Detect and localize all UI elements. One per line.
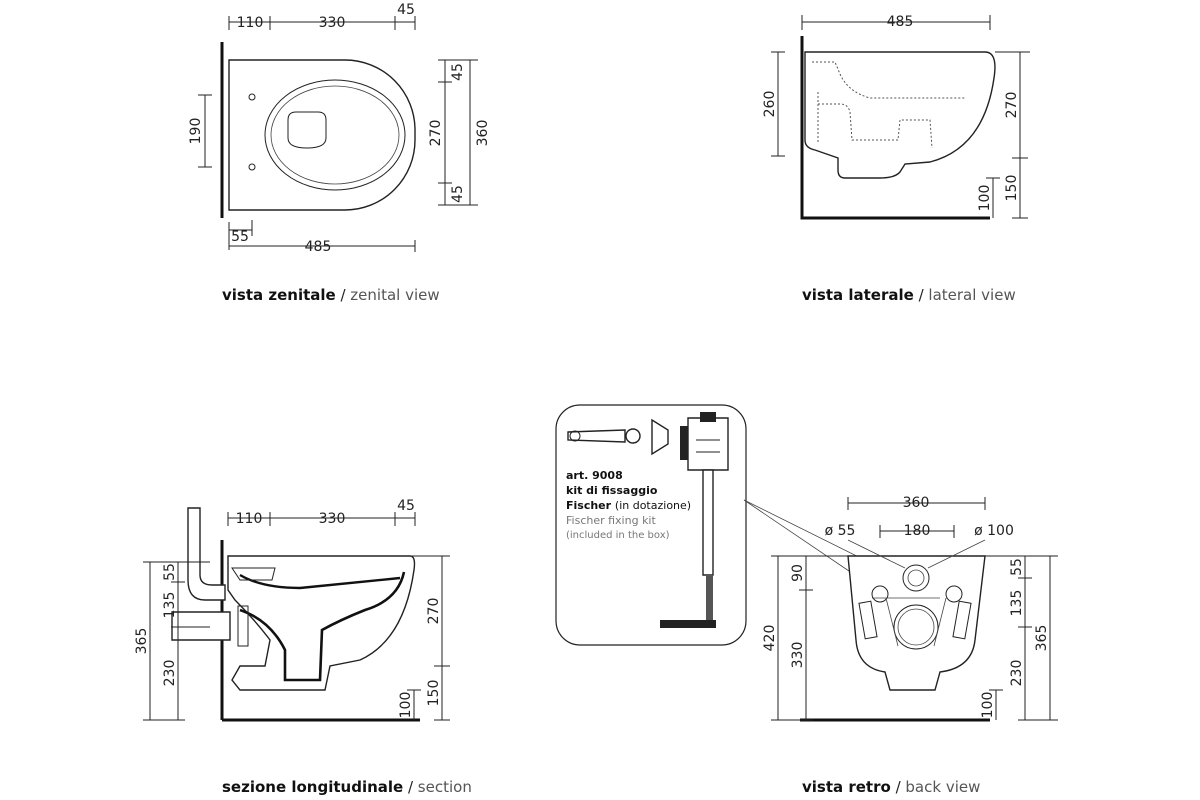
dim-360: 360: [475, 120, 491, 147]
caption-back-view: vista retro / back view: [802, 778, 980, 796]
dim-55: 55: [162, 563, 178, 581]
fixing-hole: [945, 585, 963, 603]
anchor-bolt: [567, 429, 626, 443]
fixing-hole: [871, 585, 889, 603]
caption-separator: /: [403, 778, 418, 796]
outlet-hole: [893, 604, 939, 650]
fixing-hole: [248, 163, 256, 171]
dim-270: 270: [426, 598, 442, 625]
caption-zenital-view: vista zenitale / zenital view: [222, 286, 440, 304]
caption-section: sezione longitudinale / section: [222, 778, 472, 796]
dim-100: 100: [398, 692, 414, 719]
fixing-kit-panel: [555, 404, 906, 646]
section-view-drawing: [143, 507, 450, 722]
dim-365: 365: [1034, 625, 1050, 652]
dim-45: 45: [397, 2, 415, 18]
kit-included-italian: (in dotazione): [614, 499, 692, 512]
dim-230: 230: [1009, 660, 1025, 687]
zenital-view-drawing: [198, 16, 478, 252]
dim-330: 330: [319, 15, 346, 31]
caption-english: section: [417, 778, 472, 796]
dim-190: 190: [188, 118, 204, 145]
dim-485: 485: [305, 239, 332, 255]
flush-pipe: [187, 507, 226, 601]
kit-name-italian: kit di fissaggio: [566, 484, 658, 497]
wall-floor-line: [800, 36, 990, 220]
rod-foot: [660, 620, 716, 628]
threaded-rod: [702, 469, 714, 576]
bowl-section: [227, 555, 416, 691]
dim-135: 135: [1009, 590, 1025, 617]
dim-230: 230: [162, 660, 178, 687]
dim-100: 100: [977, 185, 993, 212]
caption-separator: /: [890, 778, 906, 796]
caption-italian: vista retro: [802, 778, 891, 796]
dim-45: 45: [397, 498, 415, 514]
caption-italian: vista zenitale: [222, 286, 336, 304]
rod-end: [706, 576, 713, 620]
inlet-hole: [902, 564, 930, 592]
caption-english: lateral view: [928, 286, 1016, 304]
dim-270: 270: [428, 120, 444, 147]
dim-55: 55: [1009, 558, 1025, 576]
dim-110: 110: [237, 15, 264, 31]
dim-150: 150: [1004, 175, 1020, 202]
dim-dia-55: ø 55: [825, 523, 856, 539]
back-view-drawing: [771, 497, 1058, 722]
dim-dia-100: ø 100: [974, 523, 1014, 539]
dim-360: 360: [903, 495, 930, 511]
dim-45: 45: [450, 63, 466, 81]
dim-485: 485: [887, 14, 914, 30]
kit-brand: Fischer: [566, 499, 615, 512]
kit-article: art. 9008: [566, 469, 623, 482]
washer: [651, 418, 669, 456]
caption-italian: sezione longitudinale: [222, 778, 404, 796]
kit-included-english: (included in the box): [566, 530, 670, 541]
caption-separator: /: [335, 286, 351, 304]
caption-english: zenital view: [350, 286, 440, 304]
dim-260: 260: [762, 91, 778, 118]
dim-90: 90: [790, 564, 806, 582]
dim-45: 45: [450, 185, 466, 203]
drain-pipe: [171, 611, 231, 641]
dim-365: 365: [134, 628, 150, 655]
fixing-kit-text: art. 9008 kit di fissaggio Fischer (in d…: [566, 468, 691, 543]
dim-270: 270: [1004, 92, 1020, 119]
dim-135: 135: [162, 592, 178, 619]
caption-english: back view: [905, 778, 981, 796]
dim-330: 330: [790, 642, 806, 669]
bowl-outline: [228, 59, 416, 211]
dim-110: 110: [236, 511, 263, 527]
dim-330: 330: [319, 511, 346, 527]
dim-420: 420: [762, 625, 778, 652]
dim-55: 55: [231, 229, 249, 245]
fixing-hole: [248, 93, 256, 101]
dim-180: 180: [904, 523, 931, 539]
back-outline: [847, 555, 986, 691]
outlet-outline: [287, 111, 327, 149]
caption-italian: vista laterale: [802, 286, 914, 304]
dim-100: 100: [980, 692, 996, 719]
lateral-view-drawing: [771, 15, 1030, 220]
caption-separator: /: [913, 286, 929, 304]
bowl-profile: [804, 51, 996, 179]
kit-name-english: Fischer fixing kit: [566, 514, 656, 527]
caption-lateral-view: vista laterale / lateral view: [802, 286, 1016, 304]
dim-150: 150: [426, 680, 442, 707]
kit-bracket: [687, 417, 729, 471]
